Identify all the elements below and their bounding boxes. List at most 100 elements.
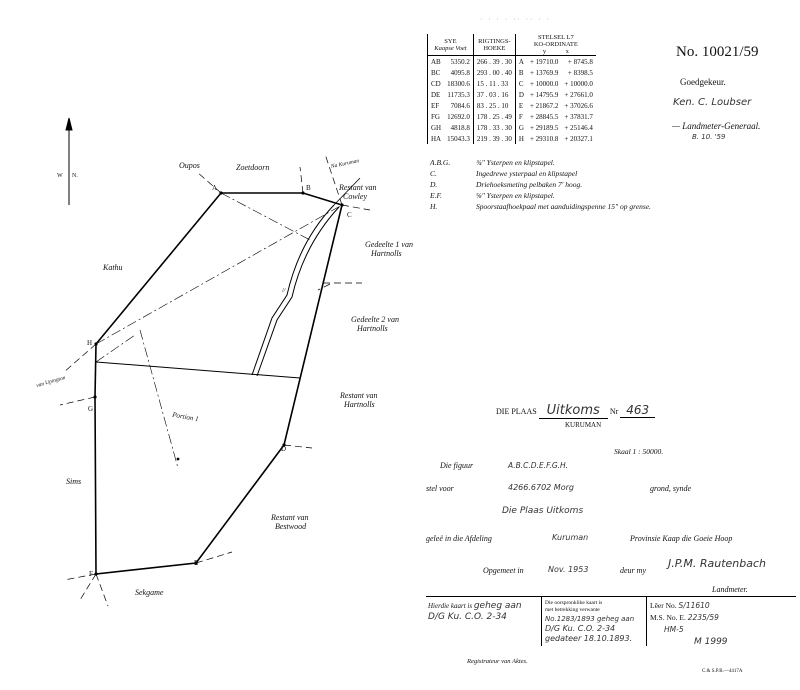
label-zoetdoorn: Zoetdoorn <box>236 163 270 172</box>
side-length-cell: 15043.3 <box>444 133 474 144</box>
area-value: 4266.6702 Morg <box>508 483 574 492</box>
coord-y-cell: + 13769.9 <box>529 68 559 77</box>
side-length-cell: 5350.2 <box>444 55 474 67</box>
point-A: A <box>212 184 218 192</box>
legend-text: ¾" Ysterpen en klipstapel. <box>476 158 555 167</box>
side-length-cell: 12692.0 <box>444 111 474 122</box>
district: KURUMAN <box>565 421 602 429</box>
legend-text: Driehoeksmeting pelbaken 7' hoog. <box>476 180 583 189</box>
side-cell: AB <box>431 57 441 66</box>
label-kathu: Kathu <box>103 263 123 272</box>
neighbor-line <box>196 171 222 194</box>
coord-x-cell: + 10000.0 <box>564 79 593 88</box>
box-divider-2 <box>646 596 647 646</box>
point-E: E <box>194 559 199 567</box>
point-B: B <box>306 184 311 192</box>
side-length-cell: 18300.6 <box>444 78 474 89</box>
point-cell: C <box>518 79 524 88</box>
coord-x-cell: + 20327.1 <box>564 134 593 143</box>
point-cell: F <box>518 112 523 121</box>
direction-cell: 178 . 25 . 49 <box>473 111 516 122</box>
coord-x-cell: + 8745.8 <box>567 57 593 66</box>
point-cell: H <box>518 134 524 143</box>
coord-y-cell: + 10000.0 <box>529 79 559 88</box>
point-C: C <box>347 211 352 219</box>
label-sims: Sims <box>66 477 82 486</box>
coord-y-cell: + 29310.8 <box>529 134 559 143</box>
printer-mark: C.& S.P.B.—4417A <box>702 669 743 674</box>
coord-y-cell: + 28845.5 <box>529 112 559 121</box>
point-cell: D <box>518 90 524 99</box>
header-marks: · · · · ·· ·· · · <box>480 16 551 23</box>
legend-text: Ingedrewe ysterpaal en klipstapel <box>476 169 578 178</box>
coord-x-cell: + 8398.5 <box>567 68 593 77</box>
coord-x-cell: + 37831.7 <box>564 112 593 121</box>
survey-date: Nov. 1953 <box>548 565 589 574</box>
side-cell: DE <box>431 90 441 99</box>
attached-box: Hierdie kaart is geheg aan D/G Ku. C.O. … <box>428 601 522 622</box>
coord-y-cell: + 29189.5 <box>529 123 559 132</box>
approval-title: — Landmeter-Generaal. <box>672 121 761 131</box>
coord-x-cell: + 25146.4 <box>564 123 593 132</box>
survey-label: Opgemeet in <box>483 566 524 575</box>
neighbor-line <box>283 444 313 449</box>
point-F: F <box>89 570 93 578</box>
neighbor-line <box>59 396 96 406</box>
direction-cell: 83 . 25 . 10 <box>473 100 516 111</box>
point-cell: E <box>518 101 524 110</box>
side-cell: CD <box>431 79 441 88</box>
location-prefix: geleë in die Afdeling <box>426 534 492 543</box>
north-label-n: N. <box>72 173 78 179</box>
file-box: Lêer No. S/11610 M.S. No. E. 2235/59 HM-… <box>650 601 728 647</box>
side-cell: BC <box>431 68 441 77</box>
point-cell: A <box>518 57 524 66</box>
direction-cell: 37 . 03 . 16 <box>473 89 516 100</box>
side-cell: HA <box>431 134 442 143</box>
north-arrow <box>65 117 73 205</box>
surveyor-signature: J.P.M. Rautenbach <box>668 557 766 570</box>
point-G: G <box>88 405 94 413</box>
legend-item: H.Spoorstaafhoekpaal met aandui­dingspen… <box>430 202 651 211</box>
label-road-mark: // <box>282 288 286 294</box>
approval-status: Goedgekeur. <box>680 77 726 87</box>
label-oupos: Oupos <box>179 161 200 170</box>
internal-line-portion <box>95 361 301 379</box>
location-province: Provinsie Kaap die Goeie Hoop <box>630 534 733 543</box>
box-divider-1 <box>541 596 542 646</box>
neighbor-line <box>195 551 233 564</box>
neighbor-line <box>95 573 109 607</box>
farm-title: DIE PLAAS Uitkoms Nr 463 <box>496 403 656 419</box>
side-cell: FG <box>431 112 440 121</box>
point-cell: B <box>518 68 524 77</box>
document-number: No. 10021/59 <box>676 44 759 60</box>
scale: Skaal 1 : 50000. <box>614 447 664 456</box>
direction-cell: 293 . 00 . 40 <box>473 67 516 78</box>
direction-cell: 266 . 39 . 30 <box>473 55 516 67</box>
neighbor-line <box>299 166 304 194</box>
legend-key: H. <box>430 202 438 211</box>
legend-text: ⅝" Ysterpen en klipstapel. <box>476 191 555 200</box>
side-cell: GH <box>431 123 442 132</box>
neighbor-line <box>324 153 343 206</box>
road <box>251 204 335 376</box>
area-label: stel voor <box>426 484 454 493</box>
direction-cell: 219 . 39 . 30 <box>473 133 516 144</box>
survey-line <box>220 192 311 241</box>
point-H: H <box>87 339 93 347</box>
direction-cell: 178 . 33 . 30 <box>473 122 516 133</box>
point-cell: G <box>518 123 524 132</box>
neighbor-line <box>63 573 97 581</box>
survey-by: deur my <box>620 566 646 575</box>
survey-line <box>139 329 179 469</box>
legend-key: D. <box>430 180 438 189</box>
coord-y-cell: + 19710.0 <box>529 57 559 66</box>
legend-item: E.F.⅝" Ysterpen en klipstapel. <box>430 191 555 200</box>
